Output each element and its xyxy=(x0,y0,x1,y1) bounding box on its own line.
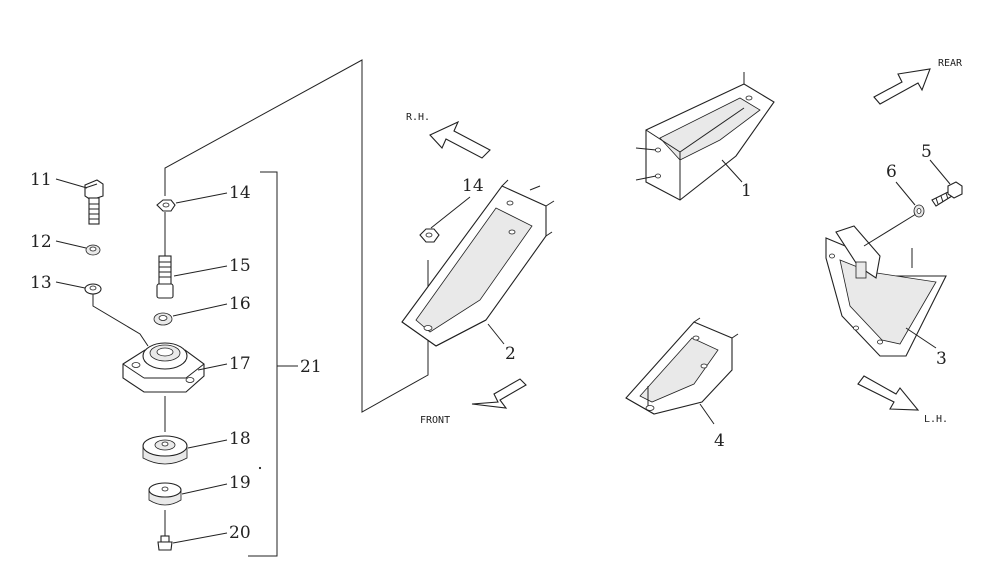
leader-line-assembly-to-bracket xyxy=(164,59,429,413)
callout-11: 11 xyxy=(30,170,52,190)
bracket-part-1 xyxy=(635,72,775,201)
callout-19: 19 xyxy=(229,473,251,493)
assembly-bracket-21 xyxy=(248,171,278,557)
callout-18: 18 xyxy=(229,429,251,449)
rh-direction-arrow xyxy=(429,120,491,159)
callout-13: 13 xyxy=(30,273,52,293)
callout-14-left: 14 xyxy=(229,183,251,203)
callout-5: 5 xyxy=(921,142,932,162)
stud-part-15 xyxy=(156,255,174,299)
bracket-part-2 xyxy=(401,179,555,347)
callout-16: 16 xyxy=(229,294,251,314)
lh-direction-label: L.H. xyxy=(924,414,948,425)
washer-part-6 xyxy=(913,204,925,218)
lh-direction-arrow xyxy=(857,375,920,411)
callout-3: 3 xyxy=(936,349,947,369)
rear-direction-arrow xyxy=(873,68,931,105)
washer-part-13 xyxy=(84,283,102,295)
bolt-part-5 xyxy=(931,181,963,207)
front-direction-label: FRONT xyxy=(420,415,450,426)
callout-21: 21 xyxy=(300,357,322,377)
washer-part-16 xyxy=(153,312,173,326)
callout-15: 15 xyxy=(229,256,251,276)
callout-4: 4 xyxy=(714,431,725,451)
isolator-part-18 xyxy=(142,435,188,465)
callout-2: 2 xyxy=(505,344,516,364)
bracket-part-4 xyxy=(625,317,739,415)
callout-1: 1 xyxy=(741,181,752,201)
nut-part-14-right xyxy=(419,228,440,243)
rh-direction-label: R.H. xyxy=(406,112,430,123)
nut-part-14 xyxy=(156,199,176,212)
rear-direction-label: REAR xyxy=(938,58,963,69)
bolt-part-11 xyxy=(84,179,104,225)
screw-part-20 xyxy=(157,535,173,551)
callout-17: 17 xyxy=(229,354,251,374)
callout-20: 20 xyxy=(229,523,251,543)
bracket-part-3 xyxy=(825,213,947,357)
callout-14-right: 14 xyxy=(462,176,484,196)
callout-6: 6 xyxy=(886,162,897,182)
lock-washer-part-12 xyxy=(85,244,101,256)
spacer-part-19 xyxy=(148,482,182,506)
flange-housing-part-17 xyxy=(122,342,205,393)
front-direction-arrow xyxy=(471,378,527,409)
callout-12: 12 xyxy=(30,232,52,252)
